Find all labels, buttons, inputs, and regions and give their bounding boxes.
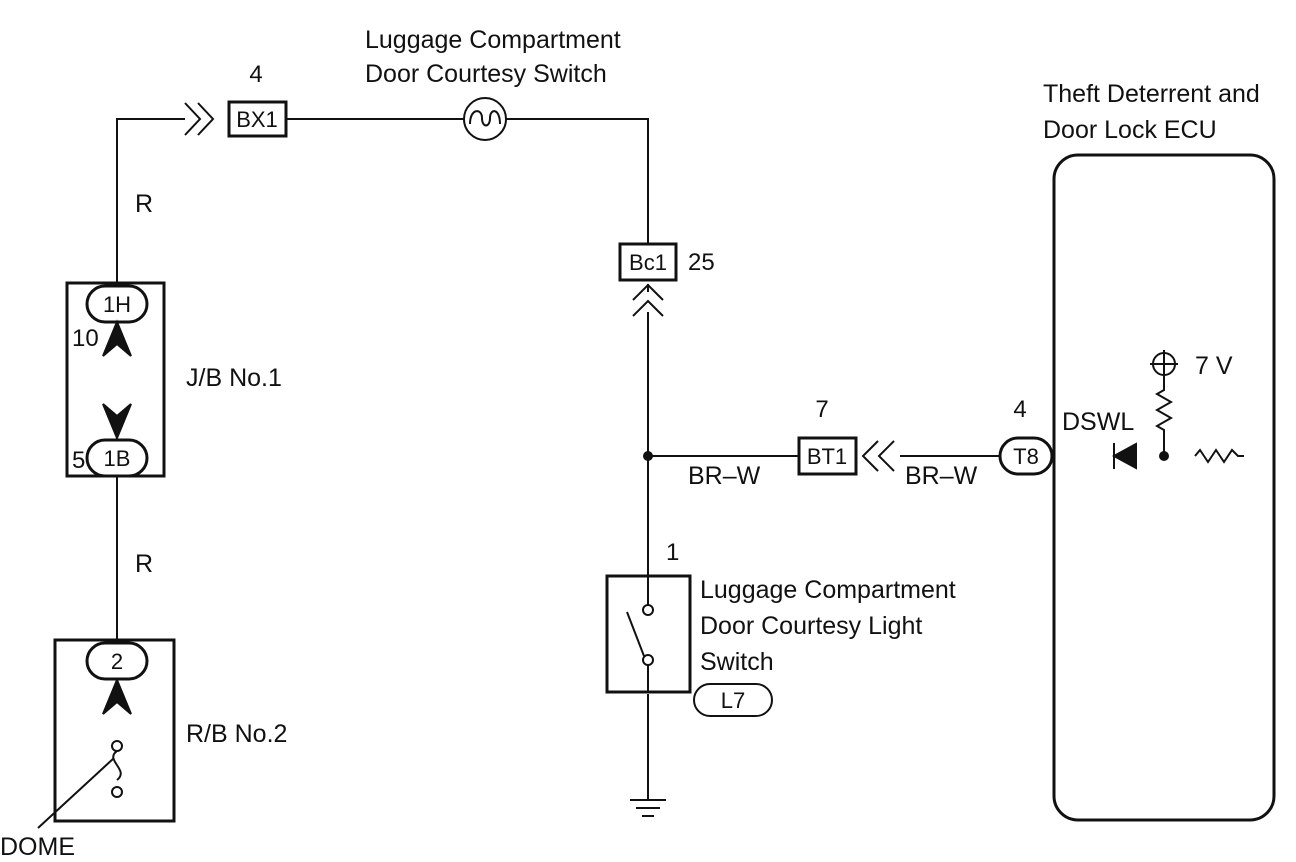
connector-bx1: BX1 4 xyxy=(184,61,288,138)
jb-label: J/B No.1 xyxy=(186,364,282,392)
diode-symbol xyxy=(1111,442,1137,470)
t8-label: T8 xyxy=(1013,444,1039,469)
ecu-label-line2: Door Lock ECU xyxy=(1043,116,1217,144)
junction-dot xyxy=(643,451,653,461)
dome-label: DOME xyxy=(0,833,75,861)
wire-r-upper xyxy=(116,118,185,287)
wire-label-brw-right: BR–W xyxy=(905,462,978,490)
ground-symbol xyxy=(630,799,666,817)
dswl-label: DSWL xyxy=(1062,408,1134,436)
voltage-source-symbol xyxy=(1150,350,1178,378)
ecu-box xyxy=(1052,153,1276,822)
courtesy-switch-symbol xyxy=(463,97,507,141)
rb-label: R/B No.2 xyxy=(186,720,287,748)
voltage-label: 7 V xyxy=(1195,352,1233,380)
light-switch-label-line1: Luggage Compartment xyxy=(700,576,956,604)
bx1-pin: 4 xyxy=(249,61,262,88)
wire-label-r-lower: R xyxy=(135,550,153,578)
bt1-label: BT1 xyxy=(807,444,847,469)
wire-top xyxy=(286,118,649,244)
t8-pin: 4 xyxy=(1013,396,1026,423)
bc1-label: Bc1 xyxy=(629,250,667,275)
light-switch-box xyxy=(605,574,692,694)
connector-t8: T8 4 xyxy=(998,396,1054,476)
wire-label-r-upper: R xyxy=(135,190,153,218)
ecu-label-line1: Theft Deterrent and xyxy=(1043,80,1260,108)
switch-pin: 1 xyxy=(666,539,679,566)
jb-1b-label: 1B xyxy=(104,446,131,471)
connector-bc1: Bc1 25 xyxy=(618,242,715,317)
bx1-label: BX1 xyxy=(236,107,278,132)
series-resistor xyxy=(1194,448,1244,464)
bc1-pin: 25 xyxy=(688,249,715,276)
light-switch-label-line3: Switch xyxy=(700,648,774,676)
jb-1h-label: 1H xyxy=(103,292,131,317)
bt1-pin: 7 xyxy=(815,396,828,423)
rb-no2-box: 2 xyxy=(37,638,176,829)
l7-reference: L7 xyxy=(693,683,773,717)
light-switch-label-line2: Door Courtesy Light xyxy=(700,612,922,640)
courtesy-switch-label-line1: Luggage Compartment xyxy=(365,26,621,54)
jb-no1-box: 1H 1B xyxy=(65,281,166,478)
rb-2-label: 2 xyxy=(111,649,123,674)
jb-1h-pin: 10 xyxy=(72,325,99,352)
courtesy-switch-label-line2: Door Courtesy Switch xyxy=(365,60,607,88)
jb-1b-pin: 5 xyxy=(72,447,85,474)
connector-bt1: BT1 7 xyxy=(797,396,895,476)
l7-label: L7 xyxy=(721,688,745,713)
pullup-resistor xyxy=(1154,376,1174,456)
wire-label-brw-left: BR–W xyxy=(688,462,761,490)
